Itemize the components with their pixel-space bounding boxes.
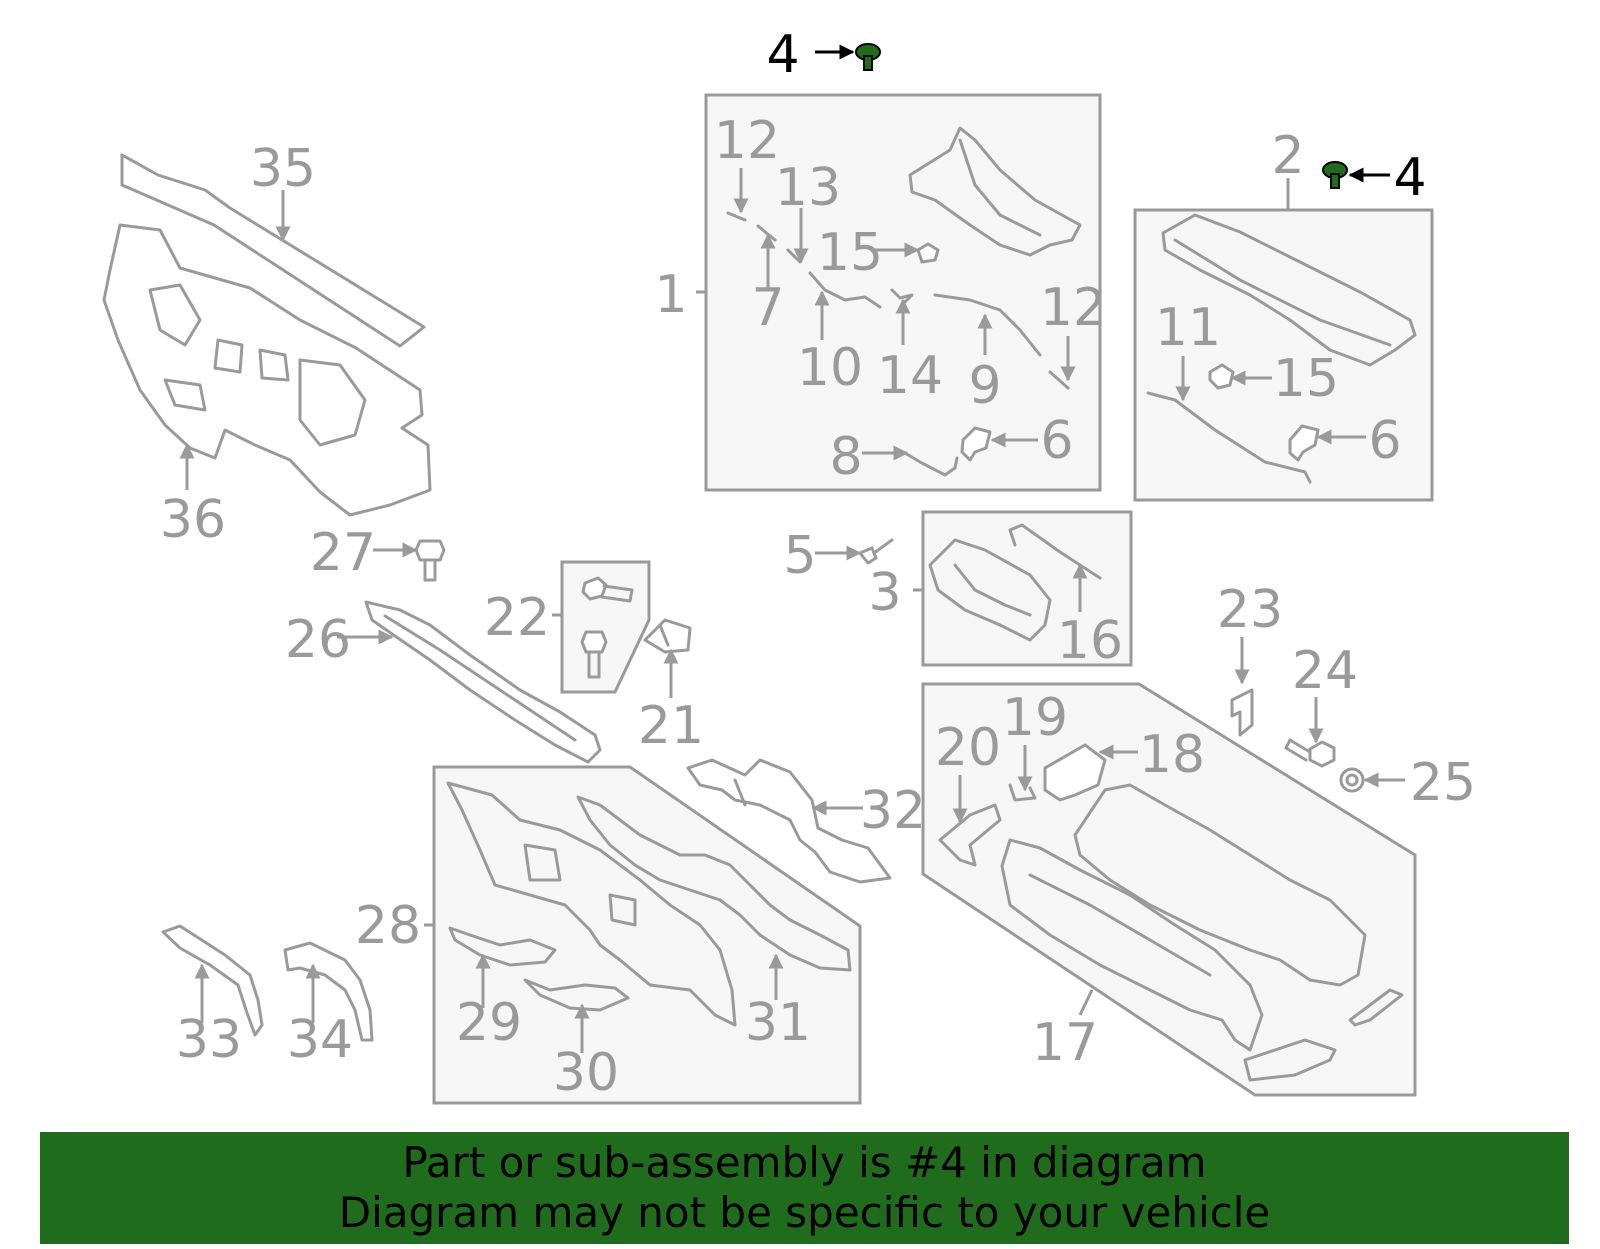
label-5: 5 bbox=[783, 526, 816, 586]
clip-15-drawing bbox=[916, 242, 940, 264]
label-26: 26 bbox=[285, 610, 351, 670]
part-labels: 4 4 35 36 27 26 22 21 32 28 29 30 31 33 … bbox=[160, 25, 1476, 1103]
label-14: 14 bbox=[877, 346, 943, 406]
label-1: 1 bbox=[654, 265, 687, 325]
clip-4-top-drawing bbox=[855, 43, 881, 71]
cowl-top-1-drawing bbox=[908, 126, 1082, 257]
bracket-33-drawing bbox=[161, 924, 264, 1037]
cowl-31-drawing bbox=[576, 795, 852, 972]
bracket-17c-drawing bbox=[1243, 1038, 1337, 1082]
bolt-24-drawing bbox=[1284, 738, 1336, 768]
box-assembly-28 bbox=[432, 765, 862, 1105]
bracket-17d-drawing bbox=[1348, 988, 1404, 1027]
label-32: 32 bbox=[860, 781, 926, 841]
label-33: 33 bbox=[176, 1010, 242, 1070]
label-17: 17 bbox=[1032, 1013, 1098, 1073]
reinforcement-26-drawing bbox=[364, 600, 602, 764]
hose-9-drawing bbox=[933, 293, 1042, 357]
box-assembly-22 bbox=[560, 560, 651, 694]
label-36: 36 bbox=[160, 490, 226, 550]
cowl-17-drawing bbox=[1000, 838, 1264, 1052]
label-13: 13 bbox=[775, 158, 841, 218]
label-4-right: 4 bbox=[1393, 148, 1426, 208]
box-assembly-1 bbox=[704, 93, 1102, 492]
label-7: 7 bbox=[751, 278, 784, 338]
label-3: 3 bbox=[868, 563, 901, 623]
cowl-17b-drawing bbox=[1073, 783, 1367, 987]
banner-line-1: Part or sub-assembly is #4 in diagram bbox=[402, 1138, 1207, 1187]
bracket-30-drawing bbox=[523, 978, 630, 1012]
dash-insulator-drawing bbox=[102, 153, 432, 517]
label-21: 21 bbox=[638, 696, 704, 756]
nozzle-12-drawing bbox=[726, 211, 747, 222]
label-12-top: 12 bbox=[714, 111, 780, 171]
label-34: 34 bbox=[287, 1010, 353, 1070]
hose-10-drawing bbox=[808, 271, 882, 309]
label-6-right: 6 bbox=[1368, 411, 1401, 471]
seal-16-drawing bbox=[1008, 523, 1102, 580]
label-16: 16 bbox=[1057, 611, 1123, 671]
label-20: 20 bbox=[935, 718, 1001, 778]
label-10: 10 bbox=[797, 338, 863, 398]
bolt-5-drawing bbox=[858, 538, 894, 565]
hose-11-drawing bbox=[1146, 391, 1312, 484]
label-31: 31 bbox=[745, 993, 811, 1053]
label-30: 30 bbox=[553, 1043, 619, 1103]
label-28: 28 bbox=[355, 896, 421, 956]
label-35: 35 bbox=[250, 139, 316, 199]
bracket-29-drawing bbox=[448, 926, 557, 967]
bracket-21-drawing bbox=[643, 618, 692, 654]
label-19: 19 bbox=[1002, 688, 1068, 748]
dash-panel-28-drawing bbox=[446, 781, 737, 1027]
bracket-3-drawing bbox=[928, 538, 1052, 642]
clip-4-right-drawing bbox=[1322, 161, 1348, 189]
bracket-23-drawing bbox=[1230, 688, 1254, 737]
label-12-right: 12 bbox=[1040, 278, 1106, 338]
clip-15b-drawing bbox=[1208, 363, 1235, 390]
label-8: 8 bbox=[829, 427, 862, 487]
bolt-27-drawing bbox=[414, 539, 446, 582]
bracket-18-drawing bbox=[1043, 743, 1107, 802]
label-15-right: 15 bbox=[1273, 349, 1339, 409]
label-6-left: 6 bbox=[1040, 411, 1073, 471]
label-22: 22 bbox=[484, 588, 550, 648]
seal-6b-drawing bbox=[1288, 424, 1320, 462]
bolts-22-drawing bbox=[580, 576, 634, 679]
label-11: 11 bbox=[1155, 298, 1221, 358]
label-27: 27 bbox=[310, 523, 376, 583]
box-assembly-2 bbox=[1133, 208, 1434, 502]
label-18: 18 bbox=[1139, 725, 1205, 785]
reinforcement-32-drawing bbox=[686, 758, 892, 884]
bracket-20-drawing bbox=[938, 803, 1002, 867]
label-24: 24 bbox=[1292, 641, 1358, 701]
dash-panel-28-detail bbox=[523, 843, 637, 927]
label-4-top: 4 bbox=[766, 25, 799, 85]
bracket-19-drawing bbox=[1008, 783, 1037, 802]
nut-25-drawing bbox=[1339, 767, 1365, 793]
label-9: 9 bbox=[968, 356, 1001, 416]
leader-lines bbox=[179, 44, 1405, 1053]
box-assembly-3 bbox=[921, 510, 1133, 667]
banner-line-2: Diagram may not be specific to your vehi… bbox=[338, 1188, 1271, 1237]
nozzle-12b-drawing bbox=[1048, 370, 1070, 390]
label-15-left: 15 bbox=[817, 223, 883, 283]
hose-8-drawing bbox=[903, 451, 959, 477]
bracket-34-drawing bbox=[283, 941, 374, 1042]
cowl-top-2-drawing bbox=[1161, 213, 1417, 367]
notice-banner: Part or sub-assembly is #4 in diagram Di… bbox=[40, 1132, 1569, 1244]
seal-6-drawing bbox=[960, 426, 992, 462]
label-23: 23 bbox=[1217, 580, 1283, 640]
label-25: 25 bbox=[1410, 753, 1476, 813]
label-29: 29 bbox=[456, 993, 522, 1053]
label-2: 2 bbox=[1271, 126, 1304, 186]
